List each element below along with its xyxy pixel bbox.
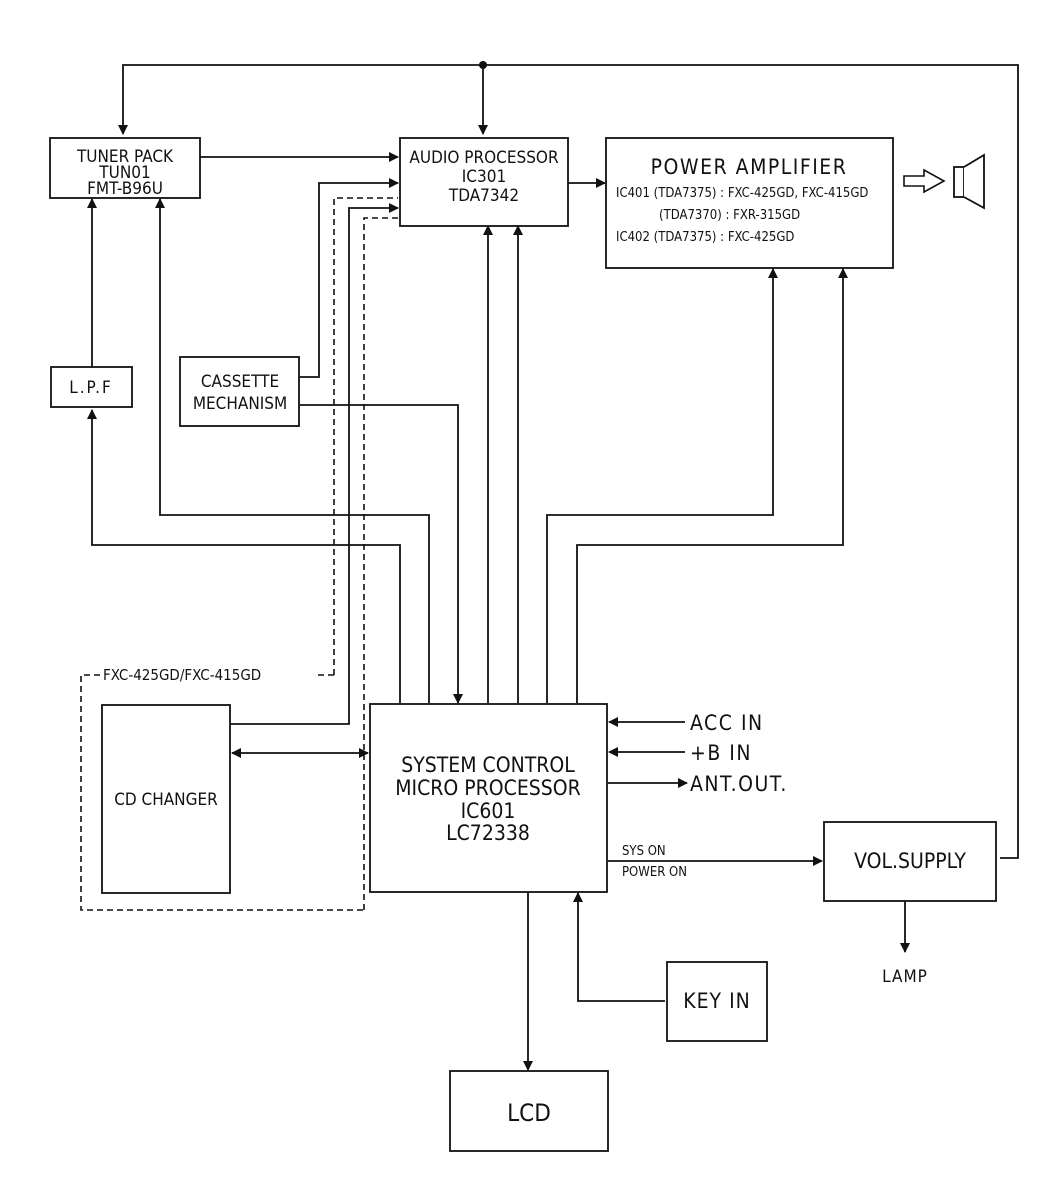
key-in-block[interactable]: KEY IN (666, 961, 768, 1042)
acc-in-label: ACC IN (690, 711, 764, 735)
wire-cd-to-audio (230, 203, 399, 725)
power-amp-line-2: (TDA7370) : FXR-315GD (659, 208, 800, 223)
syscon-line-4: LC72338 (446, 821, 530, 845)
audio-line-1: AUDIO PROCESSOR (409, 148, 559, 168)
power-amp-line-1: IC401 (TDA7375) : FXC-425GD, FXC-415GD (616, 186, 868, 201)
wire-cassette-to-syscon (299, 404, 463, 704)
tuner-line-2: TUN01 (98, 163, 150, 183)
sys-on-label: SYS ON (622, 844, 666, 859)
audio-processor-block[interactable]: AUDIO PROCESSOR IC301 TDA7342 (399, 137, 569, 227)
power-amp-line-3: IC402 (TDA7375) : FXC-425GD (616, 230, 794, 245)
cassette-mechanism-block[interactable]: CASSETTE MECHANISM (179, 356, 300, 427)
audio-line-3: TDA7342 (448, 186, 519, 206)
wire-syscon-to-amp-2 (576, 268, 848, 703)
speaker-icon (953, 153, 985, 210)
power-amplifier-block[interactable]: POWER AMPLIFIER IC401 (TDA7375) : FXC-42… (605, 137, 894, 269)
wire-syscon-to-amp-1 (546, 268, 778, 703)
lpf-label: L.P.F (69, 378, 113, 398)
wire-cassette-to-audio (299, 178, 399, 378)
key-in-label: KEY IN (683, 989, 751, 1013)
lpf-block[interactable]: L.P.F (50, 366, 133, 408)
syscon-line-3: IC601 (461, 799, 516, 823)
junction-dot (479, 61, 487, 69)
ant-out-label: ANT.OUT. (690, 772, 788, 796)
lcd-block[interactable]: LCD (449, 1070, 609, 1152)
cd-changer-block[interactable]: CD CHANGER (101, 704, 231, 894)
system-control-block[interactable]: SYSTEM CONTROL MICRO PROCESSOR IC601 LC7… (369, 703, 608, 893)
wire-syscon-to-lpf (87, 409, 401, 703)
top-power-bus (118, 61, 1019, 859)
vol-supply-label: VOL.SUPPLY (854, 849, 966, 873)
tuner-line-3: FMT-B96U (87, 179, 163, 199)
b-in-label: +B IN (690, 741, 752, 765)
power-amp-title: POWER AMPLIFIER (651, 155, 848, 179)
tuner-pack-block[interactable]: TUNER PACK TUN01 FMT-B96U (49, 137, 201, 199)
output-arrow-icon (903, 168, 946, 194)
syscon-line-2: MICRO PROCESSOR (395, 776, 581, 800)
dashed-option-line-1 (333, 197, 398, 675)
cassette-line-1: CASSETTE (201, 372, 279, 392)
wire-key-in-to-syscon (573, 892, 665, 1002)
cd-changer-label: CD CHANGER (114, 790, 218, 810)
syscon-line-1: SYSTEM CONTROL (401, 753, 575, 777)
vol-supply-block[interactable]: VOL.SUPPLY (823, 821, 997, 902)
cassette-line-2: MECHANISM (193, 394, 287, 414)
lamp-label: LAMP (882, 967, 928, 987)
dashed-option-line-2 (363, 217, 398, 910)
option-group-border (80, 674, 364, 911)
audio-line-2: IC301 (462, 167, 506, 187)
power-on-label: POWER ON (622, 865, 687, 880)
lcd-label: LCD (507, 1099, 551, 1127)
wire-syscon-to-tuner (155, 198, 430, 703)
option-group-label: FXC-425GD/FXC-415GD (103, 666, 261, 684)
tuner-line-1: TUNER PACK (76, 147, 174, 167)
